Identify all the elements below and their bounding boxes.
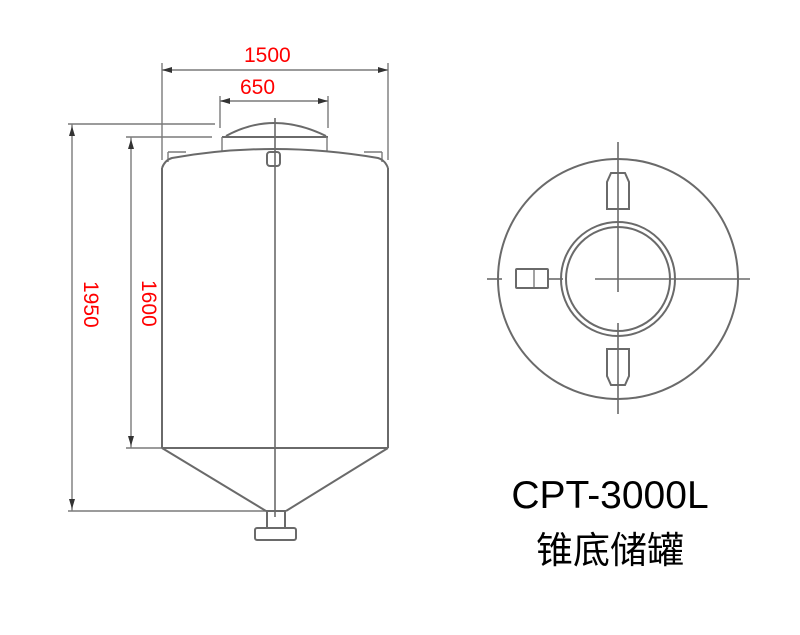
dimension-label-1950: 1950 xyxy=(79,281,102,328)
tank-shoulder xyxy=(161,148,389,169)
product-name: 锥底储罐 xyxy=(536,529,684,572)
upper-vent-slot xyxy=(606,172,630,210)
model-number: CPT-3000L xyxy=(511,474,709,517)
cone-bottom xyxy=(161,447,389,512)
dimension-1600-line xyxy=(126,136,212,449)
bottom-outlet xyxy=(254,510,297,541)
dimension-1950-line xyxy=(68,123,268,512)
top-fitting xyxy=(266,151,281,167)
dimension-label-1500: 1500 xyxy=(244,44,291,67)
top-plan-view xyxy=(487,142,750,414)
front-elevation-view xyxy=(68,63,389,541)
dimension-1500-line xyxy=(161,63,389,160)
dimension-650-line xyxy=(219,96,329,128)
dimension-label-650: 650 xyxy=(240,76,276,99)
lower-vent-slot xyxy=(606,348,630,386)
side-fitting xyxy=(515,268,549,289)
dimension-label-1600: 1600 xyxy=(137,280,160,327)
